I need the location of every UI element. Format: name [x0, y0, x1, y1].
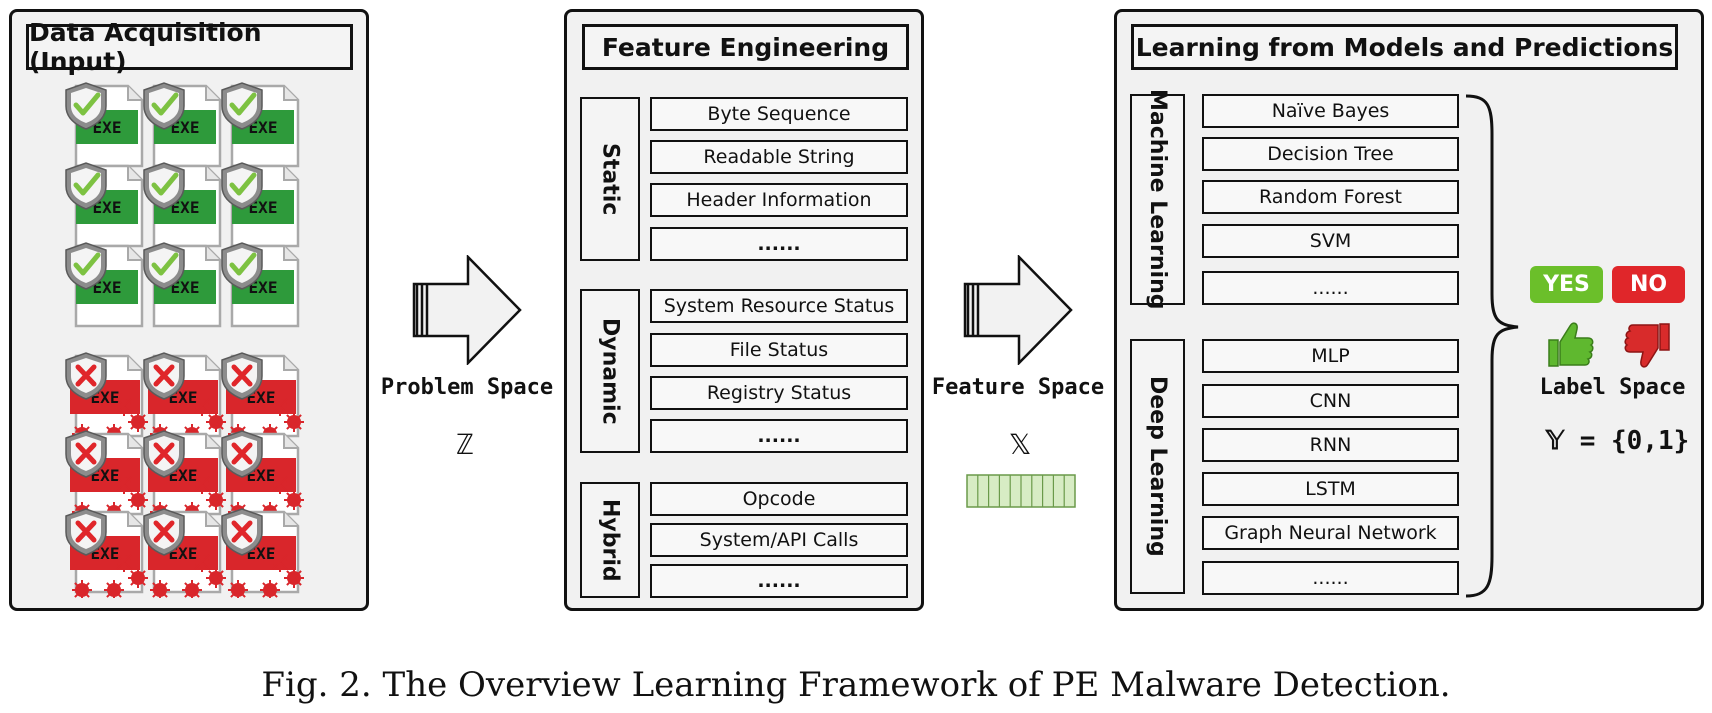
malware-file-icon: EXE	[143, 508, 226, 598]
feature-item: File Status	[650, 333, 908, 367]
benign-file-icon: EXE	[143, 162, 222, 248]
svg-text:EXE: EXE	[249, 118, 278, 137]
model-item: Naïve Bayes	[1202, 94, 1459, 128]
feature-item: System Resource Status	[650, 289, 908, 323]
model-item: MLP	[1202, 339, 1459, 373]
malware-file-icon: EXE	[65, 508, 148, 598]
model-item: RNN	[1202, 428, 1459, 462]
category-static: Static	[580, 97, 640, 261]
figure-caption: Fig. 2. The Overview Learning Framework …	[261, 665, 1451, 705]
benign-file-icon: EXE	[65, 242, 144, 328]
feature-engineering-title: Feature Engineering	[582, 24, 909, 70]
problem-space-symbol: ℤ	[456, 428, 474, 461]
svg-text:EXE: EXE	[171, 278, 200, 297]
benign-file-icon: EXE	[143, 82, 222, 168]
label-space-formula: 𝕐 = {0,1}	[1545, 426, 1690, 456]
model-item: CNN	[1202, 384, 1459, 418]
no-badge: NO	[1612, 266, 1685, 303]
benign-file-icon: EXE	[143, 242, 222, 328]
svg-text:EXE: EXE	[249, 198, 278, 217]
arrow-right-icon	[412, 255, 522, 365]
category-deep-learning: Deep Learning	[1130, 339, 1185, 594]
model-item: LSTM	[1202, 472, 1459, 506]
svg-text:EXE: EXE	[249, 278, 278, 297]
problem-space-label: Problem Space	[380, 375, 554, 400]
svg-text:EXE: EXE	[93, 198, 122, 217]
benign-file-icon: EXE	[65, 82, 144, 168]
category-machine-learning: Machine Learning	[1130, 89, 1185, 310]
malware-file-icon: EXE	[221, 430, 304, 520]
models-title: Learning from Models and Predictions	[1131, 24, 1678, 70]
thumbs-up-icon	[1548, 322, 1594, 367]
category-dynamic: Dynamic	[580, 289, 640, 453]
feature-item: Byte Sequence	[650, 97, 908, 131]
model-item: Graph Neural Network	[1202, 516, 1459, 550]
model-item: Decision Tree	[1202, 137, 1459, 171]
feature-item: ......	[650, 564, 908, 598]
feature-item: Opcode	[650, 482, 908, 516]
feature-item: ......	[650, 227, 908, 261]
malware-file-icon: EXE	[65, 352, 148, 442]
curly-brace	[1465, 94, 1519, 598]
model-item: ......	[1202, 271, 1459, 305]
feature-item: System/API Calls	[650, 523, 908, 557]
thumbs-down-icon	[1624, 323, 1670, 368]
model-item: SVM	[1202, 224, 1459, 258]
benign-file-icon: EXE	[221, 242, 300, 328]
feature-item: Registry Status	[650, 376, 908, 410]
feature-space-label: Feature Space	[931, 375, 1105, 400]
feature-item: Readable String	[650, 140, 908, 174]
feature-item: ......	[650, 419, 908, 453]
svg-text:EXE: EXE	[171, 118, 200, 137]
arrow-right-icon	[963, 255, 1073, 365]
malware-file-icon: EXE	[221, 508, 304, 598]
category-hybrid: Hybrid	[580, 482, 640, 598]
model-item: Random Forest	[1202, 180, 1459, 214]
svg-text:EXE: EXE	[93, 118, 122, 137]
model-item: ......	[1202, 561, 1459, 595]
svg-text:EXE: EXE	[171, 198, 200, 217]
label-space-label: Label Space	[1539, 375, 1686, 400]
feature-vector-icon	[966, 474, 1076, 508]
feature-space-symbol: 𝕏	[1008, 428, 1032, 461]
yes-badge: YES	[1530, 266, 1603, 303]
benign-file-icon: EXE	[221, 82, 300, 168]
feature-item: Header Information	[650, 183, 908, 217]
benign-file-icon: EXE	[221, 162, 300, 248]
benign-file-icon: EXE	[65, 162, 144, 248]
svg-text:EXE: EXE	[93, 278, 122, 297]
